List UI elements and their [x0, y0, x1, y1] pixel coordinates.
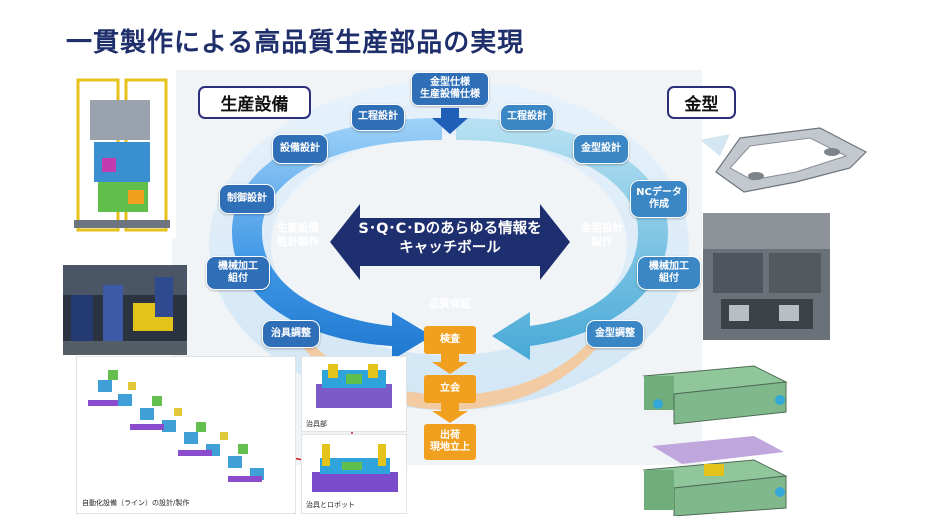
left-cycle-arrow: [232, 118, 442, 360]
right-center-line2: 製作: [591, 235, 613, 248]
robot-line-photo: [63, 265, 187, 355]
center-line2: キャッチボール: [399, 239, 501, 256]
label-mold: 金型: [667, 86, 736, 119]
jig-image: [316, 364, 392, 408]
stamped-part-image: [700, 127, 868, 193]
right-center-label: 金型設計 製作: [572, 222, 632, 249]
right-node-mold-design: 金型設計: [573, 134, 629, 164]
quality-arrow-2: [432, 403, 468, 423]
left-center-line2: 設計製作: [277, 235, 319, 248]
center-line1: S･Q･C･Dのあらゆる情報を: [358, 221, 542, 237]
quality-step-witness: 立会: [424, 375, 476, 403]
top-node-line2: 生産設備仕様: [420, 89, 480, 100]
left-center-line1: 生産設備: [277, 222, 319, 234]
left-node-equipment-design: 設備設計: [272, 134, 328, 164]
caption-jig: 治具部: [306, 420, 327, 428]
right-node-nc-data: NCデータ 作成: [630, 180, 688, 218]
left-node-machining-assembly: 機械加工 組付: [206, 256, 270, 290]
mold-photo: [703, 213, 830, 340]
right-cycle-arrow: [456, 118, 668, 360]
right-node-machining-assembly: 機械加工 組付: [637, 256, 701, 290]
left-node-jig-adjustment: 治具調整: [262, 320, 320, 348]
die-3d-image: [642, 365, 788, 516]
left-node-control-design: 制御設計: [219, 184, 275, 214]
left-center-label: 生産設備 設計製作: [268, 222, 328, 249]
top-node-spec: 金型仕様 生産設備仕様: [411, 72, 489, 106]
center-message: S･Q･C･Dのあらゆる情報を キャッチボール: [345, 220, 555, 258]
caption-line-design: 自動化設備（ライン）の設計/製作: [82, 499, 190, 507]
caption-jig-robot: 治具とロボット: [306, 501, 355, 509]
quality-step-shipping: 出荷 現地立上: [424, 424, 476, 460]
right-node-mold-adjustment: 金型調整: [586, 320, 644, 348]
catchball-arrow: [330, 204, 570, 280]
label-production-equipment: 生産設備: [198, 86, 311, 119]
line-design-image: [88, 370, 264, 482]
top-down-arrow: [432, 108, 468, 134]
left-node-process-design: 工程設計: [351, 104, 405, 131]
page-title: 一貫製作による高品質生産部品の実現: [66, 28, 525, 58]
quality-header: 品質保証: [429, 298, 471, 310]
top-node-line1: 金型仕様: [430, 76, 470, 88]
jig-robot-image: [312, 444, 398, 492]
quality-arrow-1: [432, 354, 468, 374]
quality-step-inspection: 検査: [424, 326, 476, 354]
equipment-3d-image: [68, 70, 176, 238]
right-center-line1: 金型設計: [581, 222, 623, 234]
right-node-process-design: 工程設計: [500, 104, 554, 131]
